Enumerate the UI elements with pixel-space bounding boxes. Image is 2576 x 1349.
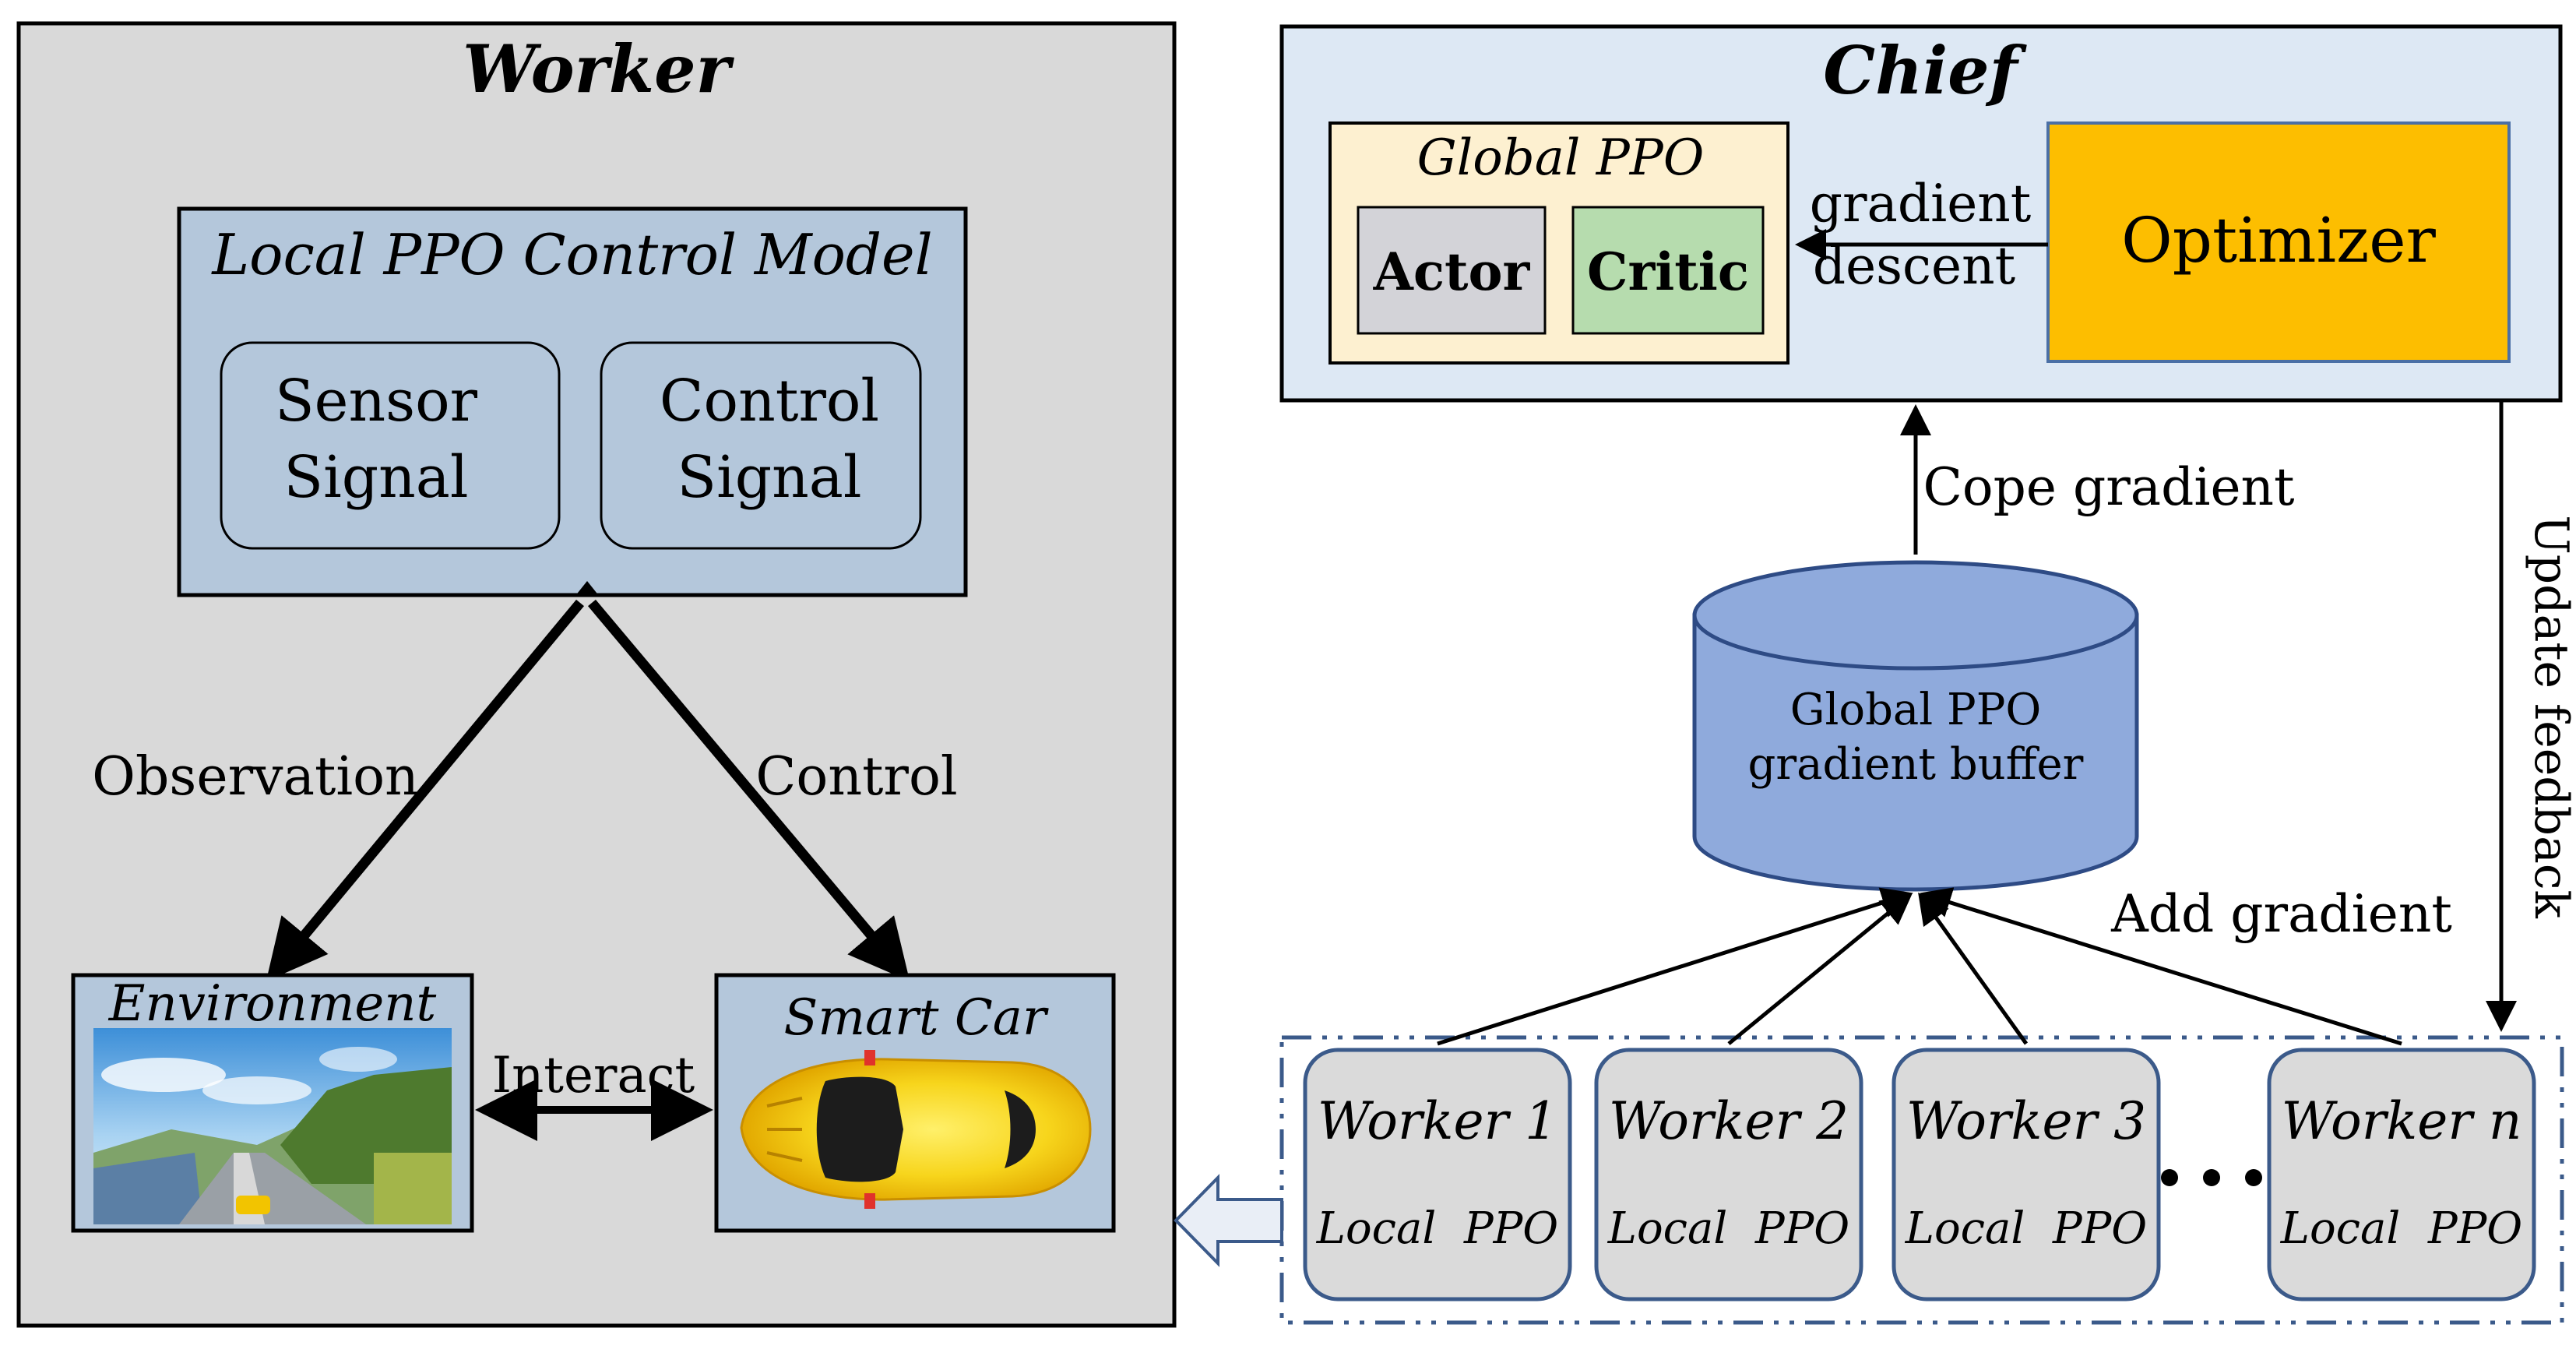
environment-label: Environment bbox=[108, 975, 437, 1033]
sensor-signal-box bbox=[220, 341, 561, 550]
chief-panel-title: Chief bbox=[1823, 32, 2027, 109]
environment-scene-image bbox=[93, 1028, 452, 1224]
control-signal-line1: Control bbox=[660, 368, 879, 435]
add-gradient-arrow-2 bbox=[1727, 893, 1913, 1045]
observation-label: Observation bbox=[92, 746, 419, 808]
workers-group: Worker 1 Local PPO Worker 2 Local PPO Wo… bbox=[1279, 1035, 2564, 1325]
global-ppo-label: Global PPO bbox=[1417, 129, 1705, 187]
worker-card-2: Worker 2 Local PPO bbox=[1594, 1048, 1863, 1301]
model-arrowhead-top bbox=[575, 581, 600, 597]
actor-box bbox=[1357, 206, 1547, 335]
smart-car-image bbox=[740, 1050, 1092, 1209]
worker-name-2: Worker 2 bbox=[1609, 1091, 1849, 1151]
worker-sub-n: Local PPO bbox=[2280, 1203, 2522, 1254]
worker-sub-3: Local PPO bbox=[1905, 1203, 2147, 1254]
gradient-buffer-line2: gradient buffer bbox=[1748, 739, 2084, 790]
gradient-descent-line2: descent bbox=[1813, 236, 2015, 296]
gradient-descent-line1: gradient bbox=[1810, 174, 2032, 234]
interact-label: Interact bbox=[492, 1047, 695, 1104]
worker-panel-title: Worker bbox=[463, 30, 734, 107]
control-signal-box bbox=[600, 341, 922, 550]
optimizer-label: Optimizer bbox=[2121, 204, 2436, 276]
ellipsis-dots bbox=[2161, 1169, 2262, 1186]
worker-card-1: Worker 1 Local PPO bbox=[1303, 1048, 1572, 1301]
cope-gradient-label: Cope gradient bbox=[1923, 457, 2294, 517]
gradient-buffer-cylinder: Global PPO gradient buffer bbox=[1692, 560, 2139, 892]
update-feedback-label: Update feedback bbox=[2524, 515, 2576, 918]
workers-group-border bbox=[1279, 1035, 2564, 1325]
worker-name-3: Worker 3 bbox=[1906, 1091, 2146, 1151]
gradient-buffer-line1: Global PPO bbox=[1790, 685, 2042, 735]
worker-sub-1: Local PPO bbox=[1316, 1203, 1558, 1254]
control-label: Control bbox=[755, 746, 957, 808]
sensor-signal-line1: Sensor bbox=[275, 368, 478, 435]
critic-label: Critic bbox=[1587, 241, 1749, 302]
add-gradient-label: Add gradient bbox=[2110, 884, 2452, 944]
chief-panel: Chief Global PPO Actor Critic Optimizer … bbox=[1279, 24, 2563, 403]
control-arrow bbox=[588, 599, 910, 981]
worker-sub-2: Local PPO bbox=[1607, 1203, 1849, 1254]
critic-box bbox=[1571, 206, 1765, 335]
control-signal-line2: Signal bbox=[677, 444, 861, 511]
worker-card-3: Worker 3 Local PPO bbox=[1892, 1048, 2161, 1301]
worker-name-n: Worker n bbox=[2282, 1091, 2522, 1151]
add-gradient-arrow-3 bbox=[1918, 892, 2029, 1045]
observation-arrow bbox=[266, 599, 585, 982]
add-gradient-arrow-1 bbox=[1437, 887, 1913, 1046]
add-gradient-arrow-n bbox=[1920, 887, 2402, 1046]
worker-panel: Worker Local PPO Control Model Sensor Si… bbox=[16, 21, 1177, 1328]
sensor-signal-line2: Signal bbox=[283, 444, 468, 511]
worker-card-n: Worker n Local PPO bbox=[2267, 1048, 2536, 1301]
worker-detail-hollow-arrow bbox=[1174, 1174, 1283, 1267]
smart-car-label: Smart Car bbox=[783, 989, 1048, 1047]
worker-name-1: Worker 1 bbox=[1318, 1091, 1557, 1151]
optimizer-box bbox=[2046, 122, 2511, 363]
actor-label: Actor bbox=[1373, 241, 1531, 302]
local-ppo-model-title: Local PPO Control Model bbox=[210, 222, 932, 287]
